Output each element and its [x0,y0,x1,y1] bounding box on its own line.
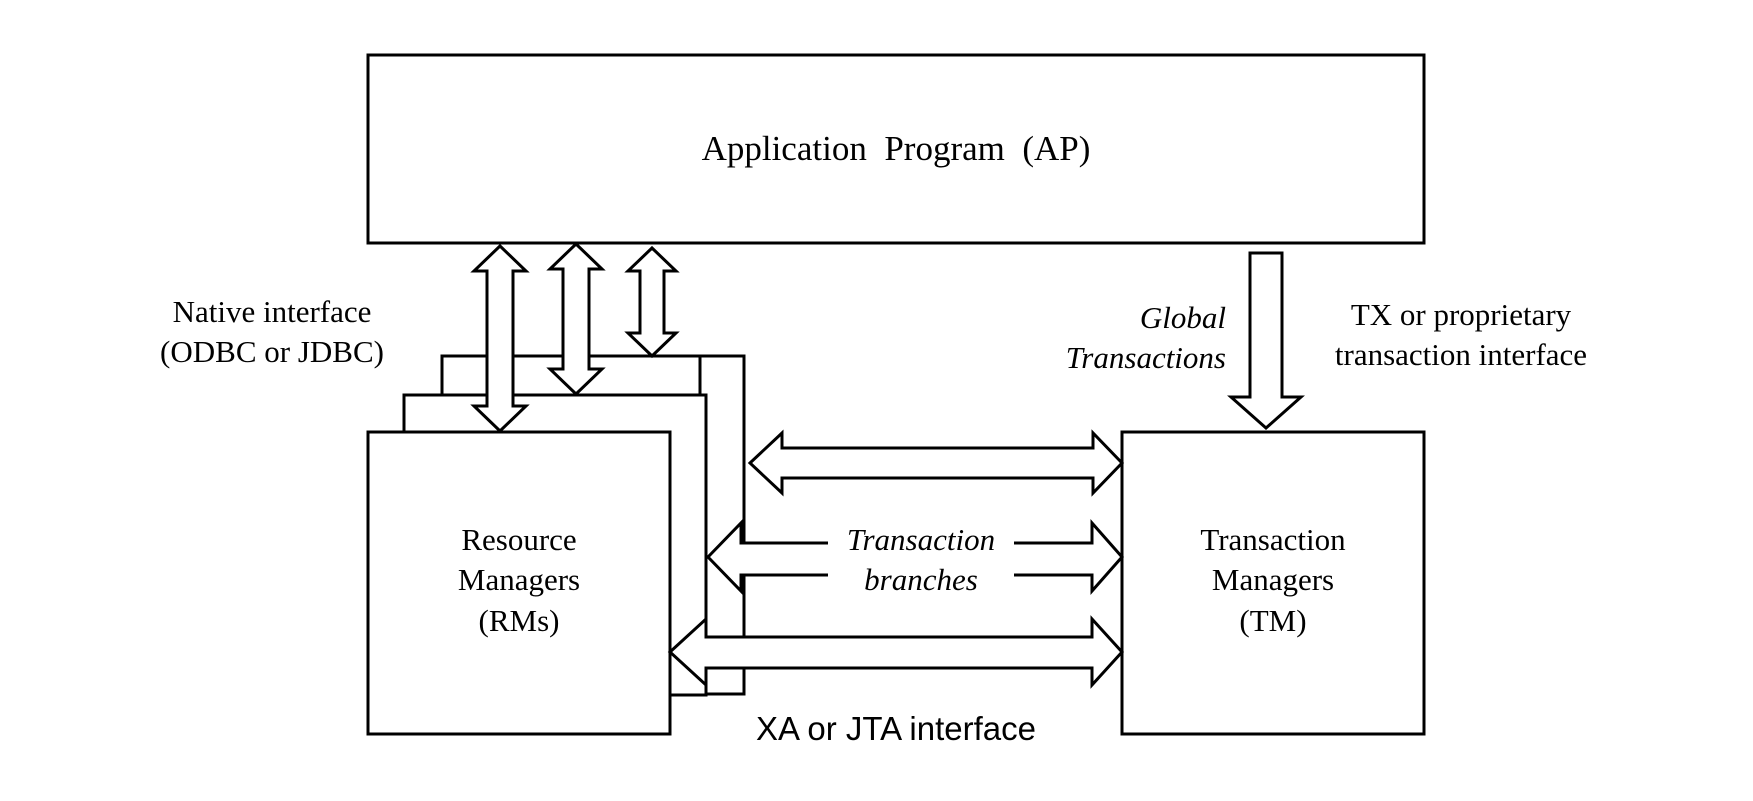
resource-managers-label-line-2: Managers [458,562,580,597]
rm-stack-box-2-outline [402,393,708,697]
global-transactions-label-line-1: Global [1140,300,1226,335]
xa-arrow-bottom [667,615,1125,689]
resource-managers-label-line-3: (RMs) [479,603,560,638]
native-interface-arrow-3 [624,245,680,359]
transaction-branches-backdrop [828,518,1014,598]
application-program-label: Application Program (AP) [702,129,1091,168]
resource-managers-box [366,430,672,736]
rm-stack-box-3-outline [440,354,746,636]
global-transactions-label-line-2: Transactions [1066,340,1226,375]
transaction-branches-label-line-1: Transaction [847,522,995,557]
tx-interface-label-line-1: TX or proprietary [1351,297,1572,332]
native-interface-arrow-2 [546,241,606,397]
transaction-managers-label-line-1: Transaction [1200,522,1346,557]
xa-interface-label: XA or JTA interface [756,710,1036,747]
native-interface-label-line-1: Native interface [173,294,372,329]
tx-interface-label-line-2: transaction interface [1335,337,1587,372]
application-program-box [366,53,1426,245]
transaction-managers-box [1120,430,1426,736]
transaction-managers-label-line-3: (TM) [1239,603,1306,638]
transaction-branches-label-line-2: branches [864,562,978,597]
global-transactions-arrow [1227,251,1305,431]
resource-managers-label-line-1: Resource [461,522,576,557]
xa-arrow-top [747,429,1125,497]
native-interface-label-line-2: (ODBC or JDBC) [160,334,384,369]
transaction-managers-label-line-2: Managers [1212,562,1334,597]
